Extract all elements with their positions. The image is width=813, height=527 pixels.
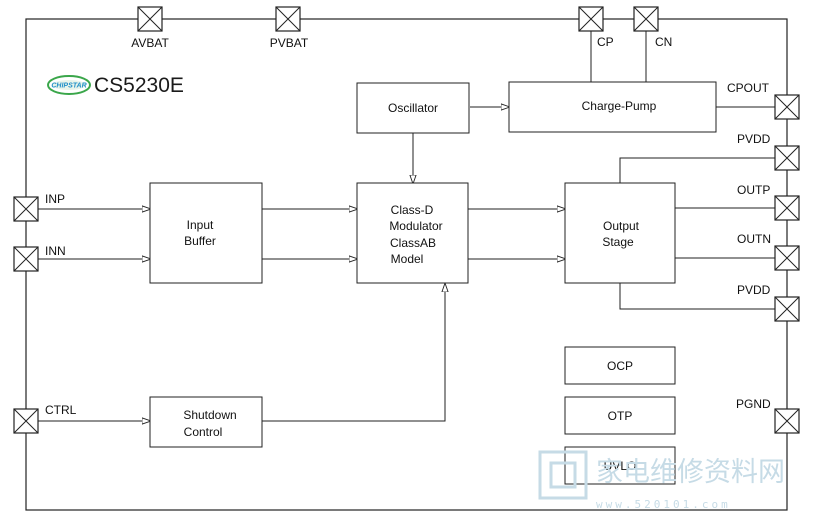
pin-label-inn: INN	[45, 244, 66, 258]
block-oscillator: Oscillator	[356, 82, 470, 134]
pin-box-cn	[633, 6, 659, 32]
pin-label-outn: OUTN	[737, 232, 771, 246]
svg-text:Model: Model	[391, 252, 424, 266]
pin-box-cp	[578, 6, 604, 32]
watermark-logo-icon	[538, 450, 588, 500]
pin-label-pvbat: PVBAT	[270, 36, 309, 50]
svg-text:Buffer: Buffer	[184, 234, 216, 248]
svg-text:Charge-Pump: Charge-Pump	[582, 99, 657, 113]
svg-text:Oscillator: Oscillator	[388, 101, 438, 115]
pin-label-avbat: AVBAT	[131, 36, 169, 50]
svg-text:UVLO: UVLO	[604, 459, 637, 473]
svg-text:Input: Input	[187, 218, 214, 232]
block-ocp: OCP	[564, 346, 676, 385]
pin-label-cpout: CPOUT	[727, 81, 770, 95]
svg-text:Control: Control	[184, 425, 223, 439]
pin-box-pvdd-top	[774, 145, 800, 171]
pin-box-inp	[13, 196, 39, 222]
block-input-buffer: Input Buffer	[149, 182, 263, 284]
pin-label-pvdd-top: PVDD	[737, 132, 771, 146]
svg-text:Modulator: Modulator	[389, 219, 442, 233]
svg-text:Stage: Stage	[602, 235, 634, 249]
block-output-stage: Output Stage	[564, 182, 676, 284]
watermark-chinese-text: 家电维修资料网	[596, 457, 785, 488]
pin-box-pgnd	[774, 408, 800, 434]
chipstar-logo: CHIPSTAR	[47, 75, 91, 95]
pin-label-ctrl: CTRL	[45, 403, 77, 417]
pin-label-cn: CN	[655, 35, 672, 49]
pin-label-cp: CP	[597, 35, 614, 49]
pin-box-outp	[774, 195, 800, 221]
pin-box-ctrl	[13, 408, 39, 434]
pin-box-pvdd-bottom	[774, 296, 800, 322]
watermark-url-text: www.520101.com	[596, 498, 731, 511]
svg-text:OTP: OTP	[608, 409, 633, 423]
pin-box-inn	[13, 246, 39, 272]
wires	[37, 30, 775, 421]
block-shutdown-control: Shutdown Control	[149, 396, 263, 448]
svg-text:Class-D: Class-D	[391, 203, 434, 217]
block-otp: OTP	[564, 396, 676, 435]
watermark: 家电维修资料网 www.520101.com	[538, 450, 785, 511]
svg-text:Shutdown: Shutdown	[183, 408, 236, 422]
pin-label-inp: INP	[45, 192, 65, 206]
logo-text: CHIPSTAR	[51, 83, 86, 90]
block-charge-pump: Charge-Pump	[508, 81, 717, 133]
pin-box-cpout	[774, 94, 800, 120]
pin-label-pvdd-bottom: PVDD	[737, 283, 771, 297]
svg-text:Output: Output	[603, 219, 640, 233]
block-class-d-modulator: Class-D Modulator ClassAB Model	[356, 182, 469, 284]
svg-text:ClassAB: ClassAB	[390, 236, 436, 250]
pin-box-outn	[774, 245, 800, 271]
pin-box-pvbat	[275, 6, 301, 32]
svg-text:OCP: OCP	[607, 359, 633, 373]
pin-label-outp: OUTP	[737, 183, 770, 197]
chip-name: CS5230E	[94, 74, 184, 97]
pin-box-avbat	[137, 6, 163, 32]
pin-label-pgnd: PGND	[736, 397, 771, 411]
